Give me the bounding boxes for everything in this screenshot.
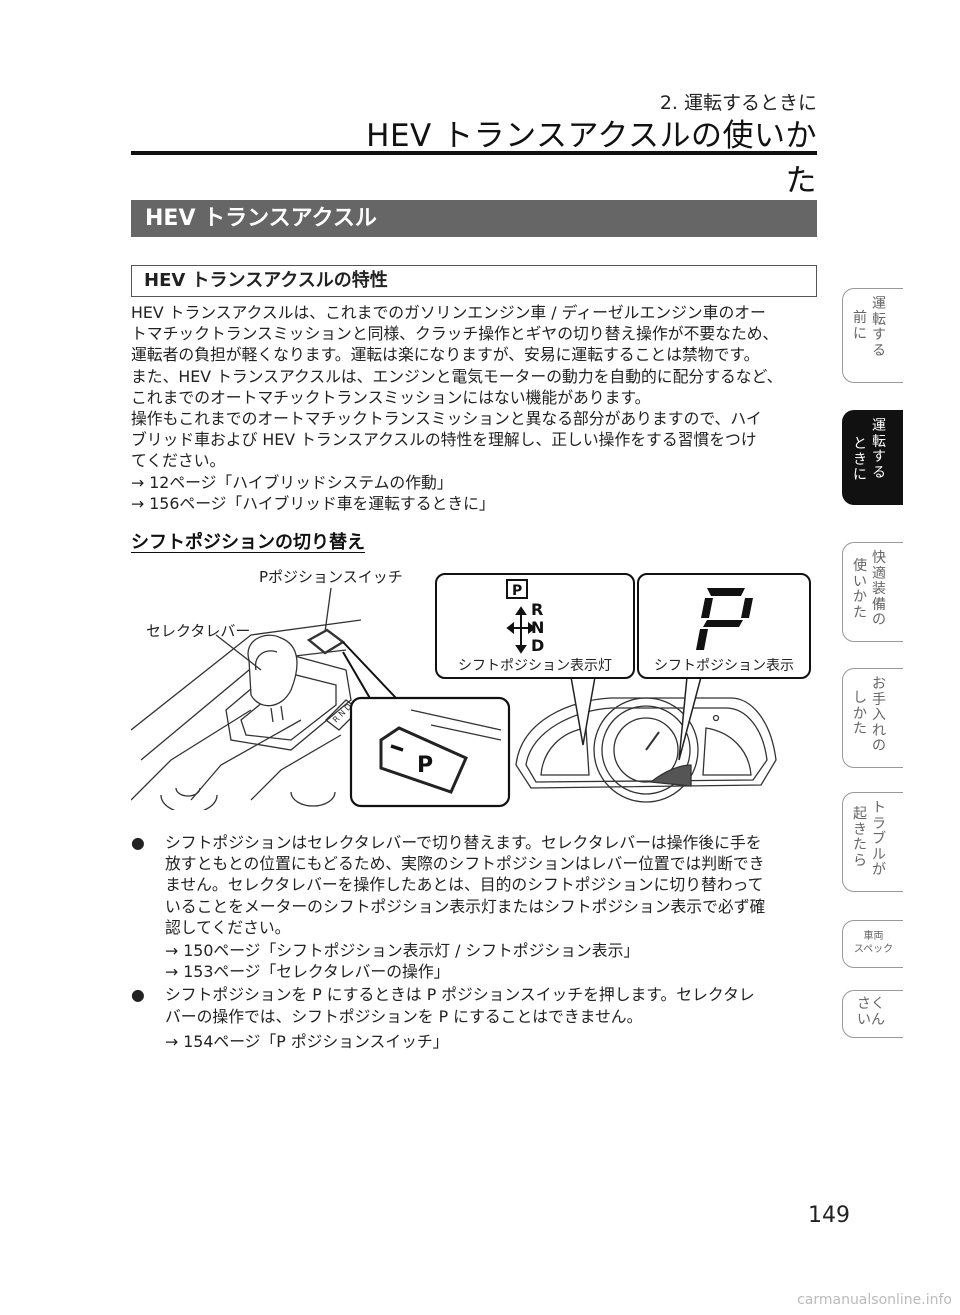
- meter-cluster: [515, 697, 777, 803]
- bullet-symbol: ●: [131, 833, 145, 852]
- shift-heading: シフトポジションの切り替え: [131, 532, 365, 553]
- page-title: HEV トランスアクスルの使いかた: [366, 118, 817, 199]
- indicator-n: N: [531, 618, 544, 637]
- paragraph-line: これまでのオートマチックトランスミッションにはない機能があります。: [131, 387, 651, 407]
- side-tab-before-driving[interactable]: 運転する 前に: [842, 288, 903, 383]
- bullet-line: シフトポジションを P にするときは P ポジションスイッチを押します。セレクタ…: [165, 985, 755, 1005]
- display-label: シフトポジション表示: [654, 658, 794, 674]
- paragraph-line: トマチックトランスミッションと同様、クラッチ操作とギヤの切り替え操作が不要なため…: [131, 324, 779, 344]
- paragraph-line: HEV トランスアクスルは、これまでのガソリンエンジン車 / ディーゼルエンジン…: [131, 303, 766, 322]
- indicator-p: P: [512, 583, 522, 599]
- paragraph-line: 運転者の負担が軽くなります。運転は楽になりますが、安易に運転することは禁物です。: [131, 345, 760, 365]
- bullet-line: 放すともとの位置にもどるため、実際のシフトポジションはレバー位置では判断でき: [165, 854, 765, 874]
- indicator-label: シフトポジション表示灯: [458, 658, 612, 674]
- indicator-r: R: [531, 600, 543, 619]
- intro-paragraph: HEV トランスアクスルは、これまでのガソリンエンジン車 / ディーゼルエンジン…: [131, 302, 821, 514]
- segment-p-display: [696, 588, 753, 650]
- paragraph-line: ブリッド車および HEV トランスアクスルの特性を理解し、正しい操作をする習慣を…: [131, 430, 757, 450]
- tab-label: いん: [857, 1012, 885, 1028]
- indicator-d: D: [531, 636, 544, 655]
- tab-label: しかた: [853, 690, 867, 737]
- p-switch-label: Pポジションスイッチ: [259, 568, 403, 586]
- subsection-title: HEV トランスアクスルの特性: [131, 265, 817, 297]
- tab-label: 起きたら: [853, 806, 867, 869]
- bullet-line: 認してください。: [165, 917, 291, 937]
- tab-label: さく: [857, 996, 885, 1012]
- title-rule: [131, 151, 817, 155]
- tab-label: 快適装備の: [872, 550, 886, 628]
- page-number: 149: [808, 1203, 850, 1228]
- tab-label: 使いかた: [853, 558, 867, 621]
- page-reference: → 156ページ「ハイブリッド車を運転するときに」: [131, 493, 495, 513]
- bullet-symbol: ●: [131, 985, 145, 1005]
- page-reference: → 154ページ「P ポジションスイッチ」: [165, 1031, 449, 1051]
- shift-indicator-callout: [435, 573, 635, 679]
- tab-label: 運転する: [872, 296, 886, 359]
- page-reference: → 153ページ「セレクタレバーの操作」: [165, 962, 450, 982]
- shift-arrows-icon: [506, 606, 536, 654]
- side-tab-comfort-features[interactable]: 快適装備の 使いかた: [842, 542, 903, 642]
- tab-label: 車両: [863, 931, 884, 942]
- watermark: carmanualsonline.info: [797, 1292, 952, 1308]
- p-button-text: P: [417, 753, 433, 778]
- bullet-line: ません。セレクタレバーを操作したあとは、目的のシフトポジションに切り替わって: [165, 875, 764, 895]
- bullet-item: ● シフトポジションを P にするときは P ポジションスイッチを押します。セレ…: [131, 984, 821, 1052]
- section-title: HEV トランスアクスル: [131, 200, 817, 237]
- tab-label: トラブルが: [872, 800, 886, 878]
- lever-label: セレクタレバー: [146, 622, 250, 640]
- chapter-subtitle: 2. 運転するときに: [659, 92, 817, 114]
- tab-label: 運転する: [872, 418, 886, 481]
- bullet-item: ● シフトポジションはセレクタレバーで切り替えます。セレクタレバーは操作後に手を…: [131, 832, 821, 982]
- paragraph-line: また、HEV トランスアクスルは、エンジンと電気モーターの動力を自動的に配分する…: [131, 366, 783, 386]
- side-tab-while-driving[interactable]: 運転する ときに: [842, 410, 903, 505]
- paragraph-line: てください。: [131, 451, 226, 471]
- page-reference: → 150ページ「シフトポジション表示灯 / シフトポジション表示」: [165, 941, 640, 961]
- page-reference: → 12ページ「ハイブリッドシステムの作動」: [131, 472, 453, 492]
- side-tab-troubleshooting[interactable]: トラブルが 起きたら: [842, 792, 903, 892]
- paragraph-line: 操作もこれまでのオートマチックトランスミッションと異なる部分がありますので、ハイ: [131, 409, 762, 429]
- bullet-line: シフトポジションはセレクタレバーで切り替えます。セレクタレバーは操作後に手を: [165, 833, 762, 852]
- side-tab-maintenance[interactable]: お手入れの しかた: [842, 668, 903, 768]
- side-tab-specifications[interactable]: 車両 スペック: [842, 920, 903, 968]
- p-button-closeup: [379, 726, 468, 794]
- shift-illustration: R N D Pポジションスイッチ セレクタレバー P P R: [131, 568, 811, 810]
- tab-label: ときに: [853, 436, 867, 483]
- bullet-line: バーの操作では、シフトポジションを P にすることはできません。: [165, 1006, 643, 1026]
- tab-label: お手入れの: [872, 676, 886, 754]
- tab-label: 前に: [853, 310, 867, 342]
- bullet-line: いることをメーターのシフトポジション表示灯またはシフトポジション表示で必ず確: [165, 896, 766, 916]
- bullet-list: ● シフトポジションはセレクタレバーで切り替えます。セレクタレバーは操作後に手を…: [131, 832, 821, 1052]
- tab-label: スペック: [853, 944, 894, 955]
- indicator-p-box: [506, 579, 528, 599]
- side-tab-index[interactable]: さく いん: [842, 990, 903, 1038]
